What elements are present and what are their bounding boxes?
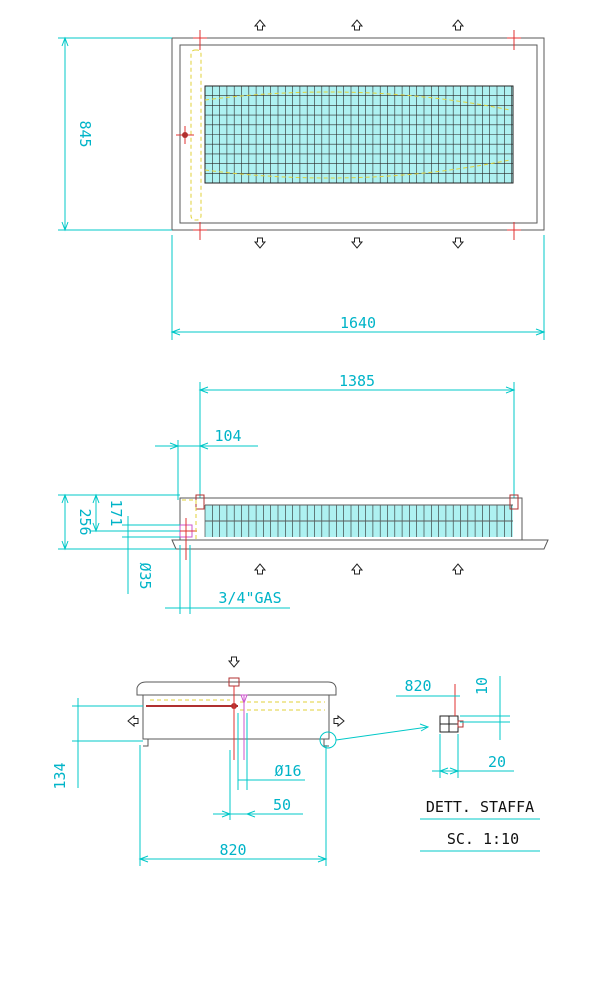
dimension-coil-length: 1385 [198, 372, 516, 498]
top-view-coil [204, 85, 514, 184]
thread-label: 3/4"GAS [218, 589, 281, 607]
connection-height-label: 171 [107, 499, 125, 526]
bracket-detail: 820 10 20 DETT. STAFFA SC. 1:10 [396, 676, 540, 852]
front-height-label: 134 [51, 762, 69, 789]
bracket-detail-scale: SC. 1:10 [447, 830, 519, 848]
bracket-icon [439, 684, 464, 733]
front-view-body [142, 694, 330, 740]
side-view-drip-tray [171, 539, 549, 550]
dimension-width: 1640 [170, 235, 546, 340]
dimension-width: 820 [138, 745, 328, 866]
top-view-outer-frame [171, 37, 545, 231]
offset-label: 104 [214, 427, 241, 445]
center-mark-icon [231, 686, 237, 760]
bracket-detail-title: DETT. STAFFA [426, 798, 534, 816]
coil-length-label: 1385 [339, 372, 375, 390]
top-view-inner-frame [179, 44, 538, 224]
diameter-label: Ø35 [136, 562, 154, 589]
front-view: 134 Ø16 50 820 [51, 656, 430, 866]
side-view: 1385 104 [58, 372, 549, 614]
bracket-width-label: 20 [488, 753, 506, 771]
dimension-thread: 3/4"GAS [165, 545, 290, 614]
airflow-arrow-up-icon [253, 19, 465, 31]
dimension-depth: 845 [58, 36, 172, 232]
front-view-top-cover [136, 681, 337, 696]
height-label: 256 [76, 508, 94, 535]
drain-offset-label: 50 [273, 796, 291, 814]
center-mark-icon [176, 30, 521, 240]
airflow-arrow-down-icon [227, 656, 241, 668]
bracket-height-label: 10 [473, 677, 491, 695]
airflow-arrow-down-icon [253, 237, 465, 249]
drain-diameter-label: Ø16 [274, 762, 301, 780]
front-view-feet [143, 738, 329, 747]
dimension-diameter: Ø35 [122, 516, 180, 594]
dimension-drain-diameter: Ø16 [237, 713, 305, 790]
top-view-header-hidden [190, 49, 202, 221]
pipe-connector-icon [175, 499, 197, 560]
dimension-drain-offset: 50 [213, 750, 303, 820]
width-label: 1640 [340, 314, 376, 332]
airflow-arrow-up-icon [253, 563, 465, 575]
dimension-offset: 104 [155, 427, 258, 500]
dimension-height: 256 [58, 493, 180, 551]
bracket-distance-label: 820 [404, 677, 431, 695]
front-width-label: 820 [219, 841, 246, 859]
dimension-height: 134 [51, 698, 143, 790]
top-view: 845 1640 [58, 19, 546, 340]
airflow-arrow-side-icon [127, 714, 345, 728]
dimension-connection-height: 171 [90, 493, 180, 533]
depth-label: 845 [76, 120, 94, 147]
